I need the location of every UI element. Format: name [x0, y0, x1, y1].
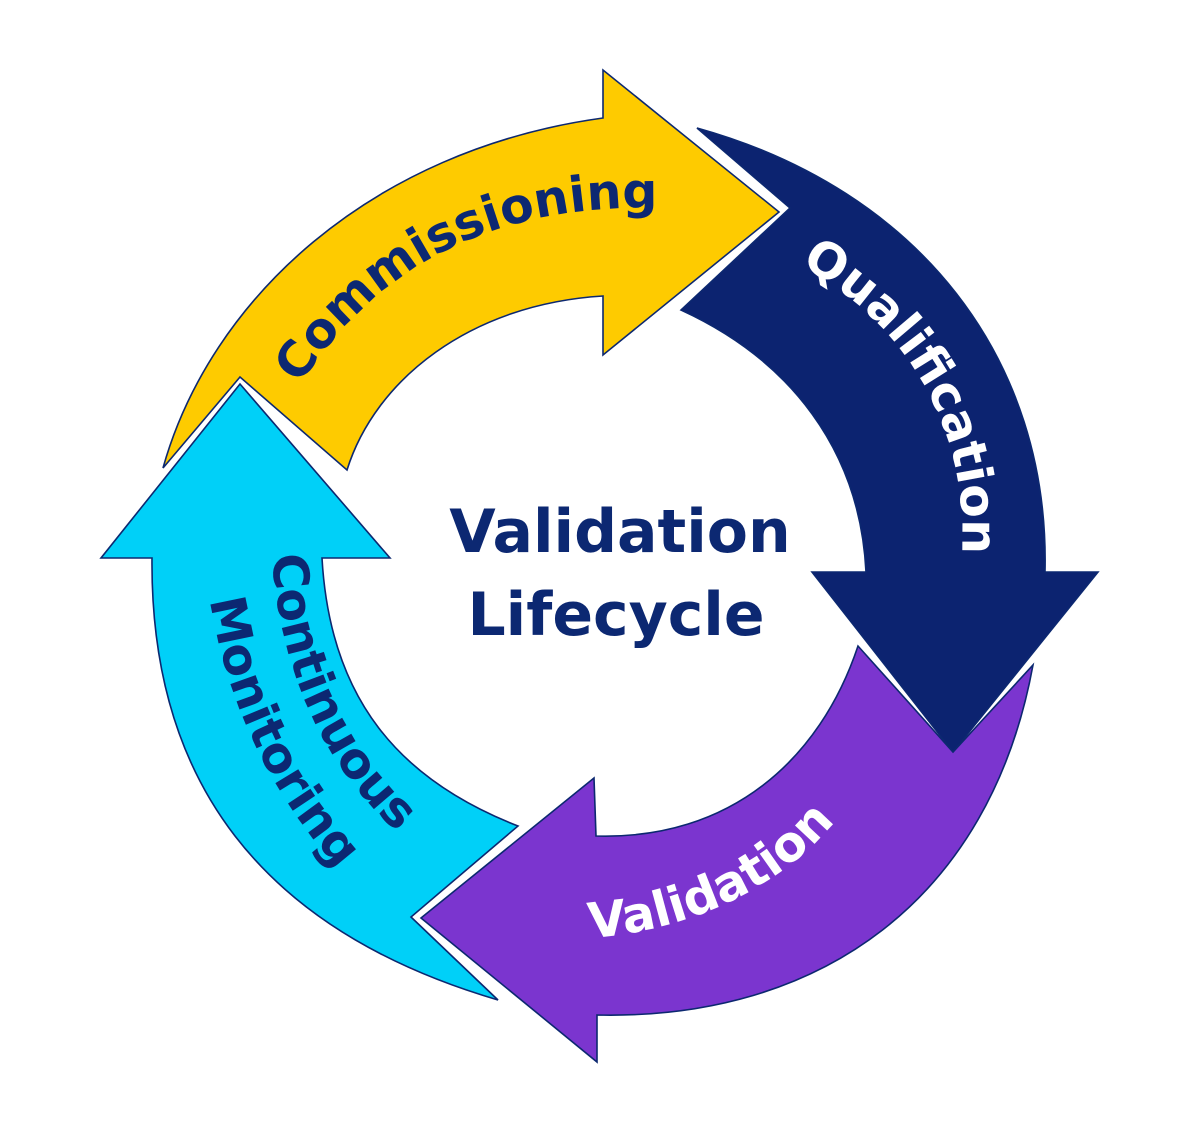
validation-arrow: [419, 644, 1035, 1064]
continuous-monitoring-arrow: [99, 382, 520, 1001]
center-title-line1: Validation: [449, 497, 790, 567]
commissioning-arrow: [162, 68, 781, 472]
qualification-arrow: [679, 127, 1100, 754]
center-title-line2: Lifecycle: [467, 580, 764, 650]
